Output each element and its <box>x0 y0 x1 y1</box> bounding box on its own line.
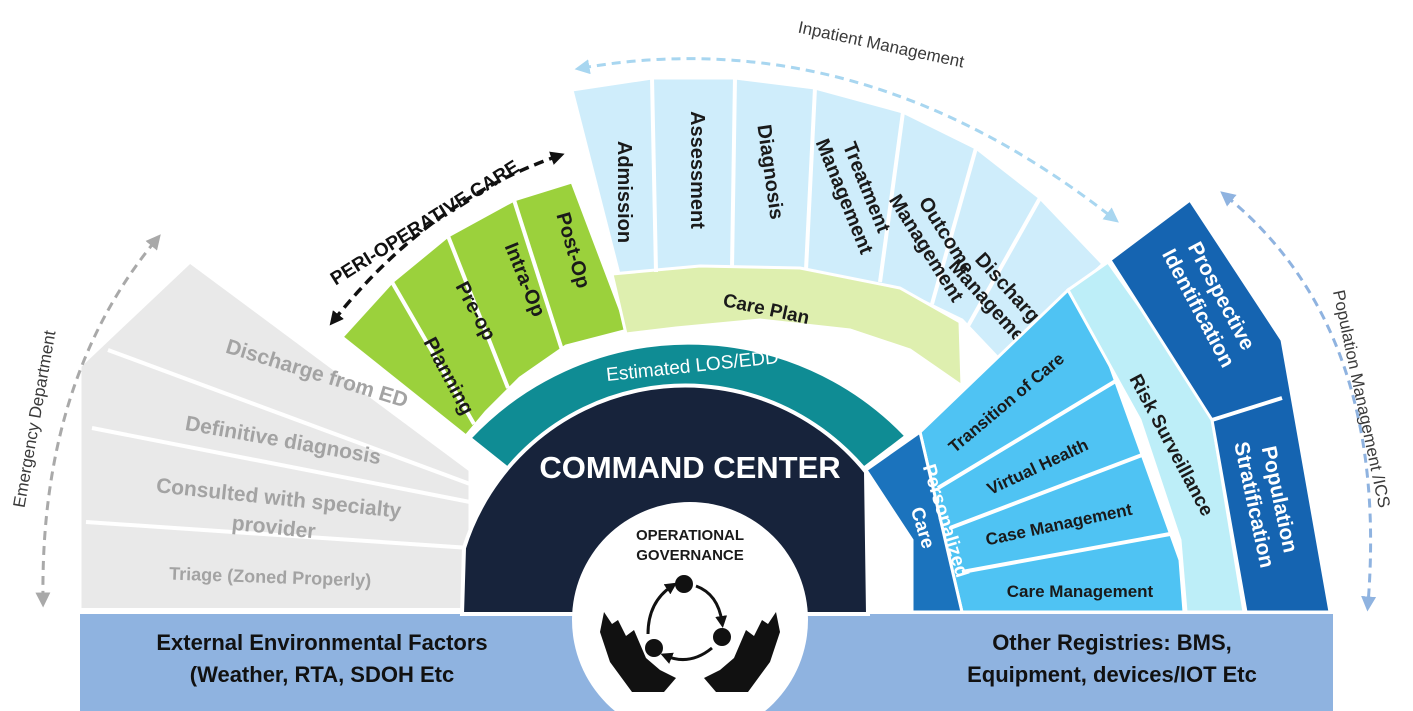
ed-divider <box>107 348 471 486</box>
command-center-title: COMMAND CENTER <box>539 450 840 485</box>
care-continuum-dividers <box>936 374 1171 574</box>
governance-line-1: OPERATIONAL <box>636 527 744 544</box>
care-divider <box>949 450 1151 530</box>
other-registries-line-1: Other Registries: BMS, <box>992 630 1232 655</box>
inpatient-item-admission: Admission <box>613 141 635 243</box>
population-management-label: Population Management /ICS <box>1329 288 1394 509</box>
care-continuum-section: Transition of Care Virtual Health Case M… <box>918 287 1186 614</box>
inpatient-item-assessment: Assessment <box>686 111 708 229</box>
peri-operative-arrow <box>329 151 565 326</box>
svg-text:Assessment: Assessment <box>686 111 708 229</box>
emergency-department-label: Emergency Department <box>10 329 60 509</box>
svg-text:Admission: Admission <box>613 141 635 243</box>
hands-with-cycle-icon <box>600 575 780 692</box>
care-plan-band <box>610 264 964 389</box>
personalized-care-band <box>863 429 964 614</box>
care-item-care-management: Care Management <box>1007 582 1154 601</box>
inpatient-management-arrow <box>574 57 1119 223</box>
emergency-department-section: Discharge from ED Definitive diagnosis C… <box>78 260 472 612</box>
governance-line-2: GOVERNANCE <box>636 547 744 564</box>
population-management-arrow <box>1220 191 1377 612</box>
external-factors-line-2: (Weather, RTA, SDOH Etc <box>190 662 454 687</box>
command-center-core: COMMAND CENTER OPERATIONAL GOVERNANCE <box>459 383 871 711</box>
care-divider <box>961 532 1171 574</box>
external-factors-line-1: External Environmental Factors <box>156 630 487 655</box>
care-divider <box>936 374 1126 490</box>
other-registries-line-2: Equipment, devices/IOT Etc <box>967 662 1257 687</box>
emergency-department-arrow <box>35 234 161 608</box>
inpatient-management-label: Inpatient Management <box>796 18 966 72</box>
